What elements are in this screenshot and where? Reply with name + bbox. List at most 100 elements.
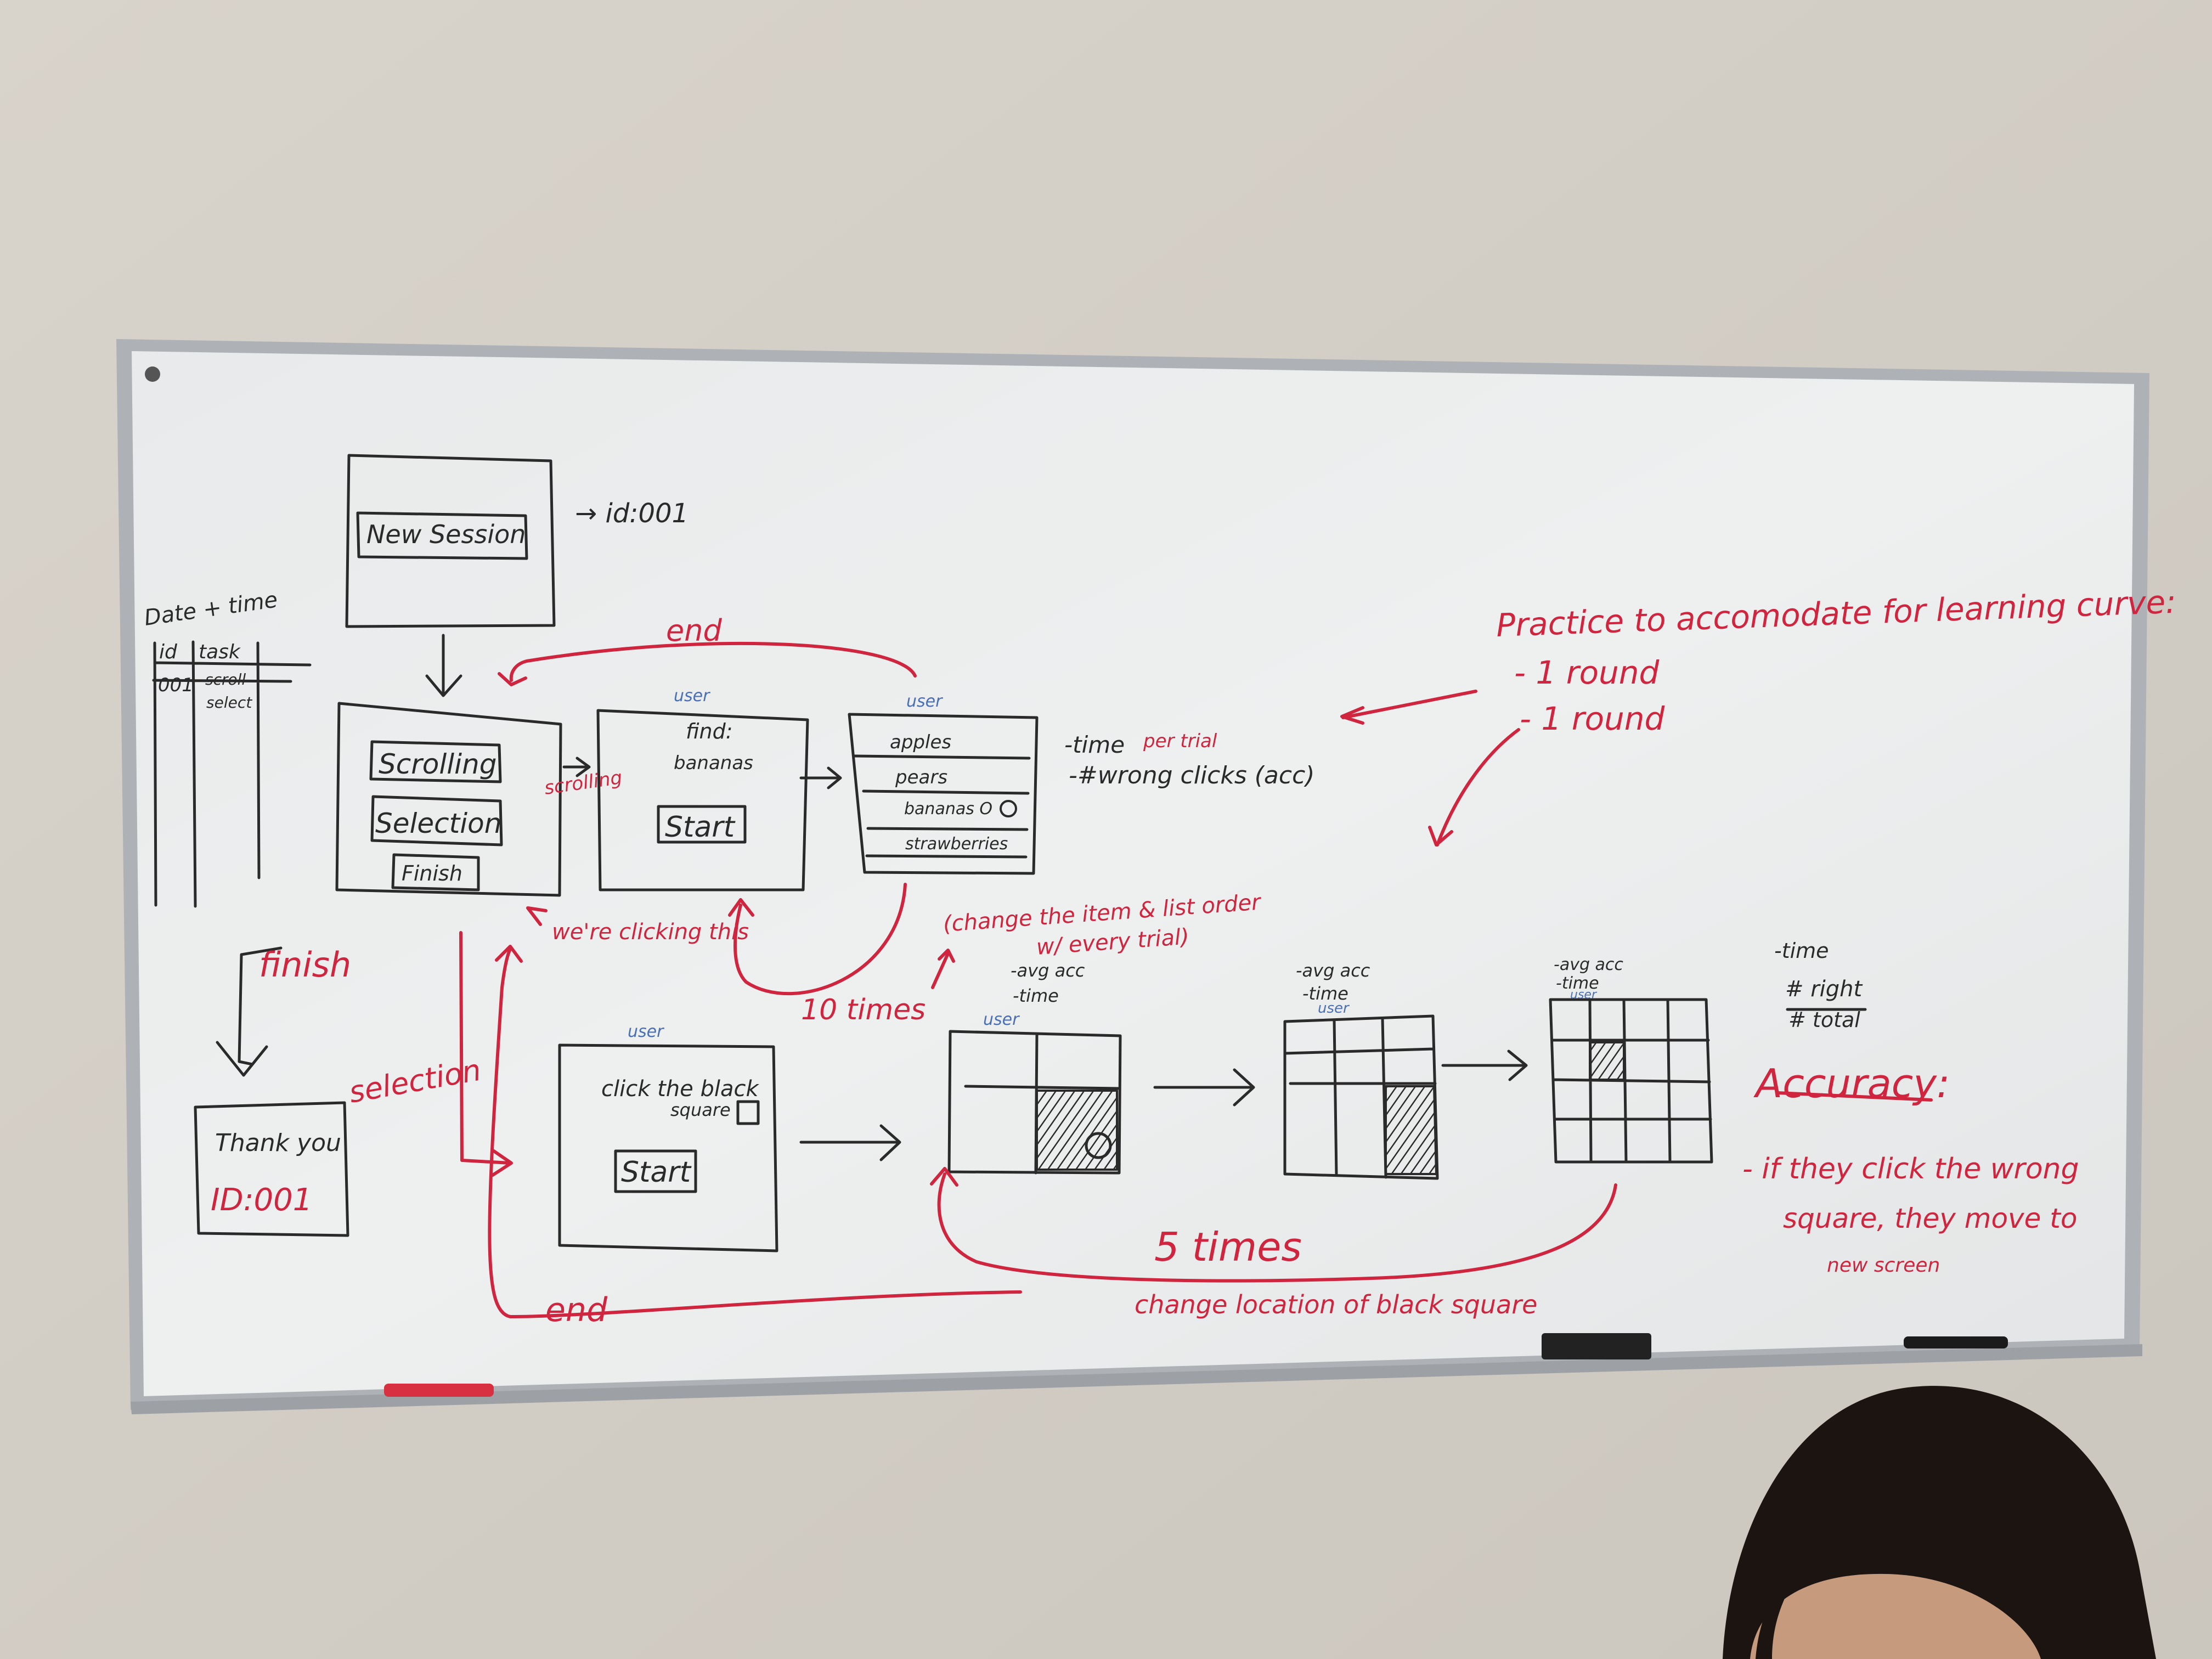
change-location-label: change location of black square (1135, 1290, 1537, 1319)
list-pears: pears (895, 766, 947, 788)
finish-button (391, 853, 480, 891)
scrolling-label: Scrolling (379, 748, 496, 780)
wrong-line-2: square, they move to (1783, 1203, 2078, 1234)
list-strawberries: strawberries (905, 834, 1008, 854)
eraser (1542, 1333, 1651, 1359)
were-clicking-arrow (526, 906, 548, 926)
thank-you-label: Thank you (215, 1129, 341, 1157)
table-task: task (199, 641, 241, 663)
start-button-2 (614, 1149, 697, 1193)
user-label-4: user (983, 1010, 1020, 1029)
click-black-label: click the black (601, 1076, 759, 1102)
table-select: select (206, 693, 252, 712)
five-times-label: 5 times (1154, 1224, 1302, 1270)
arrow-right-1 (562, 757, 591, 777)
start-button-1 (657, 805, 747, 844)
table-lines (152, 640, 312, 908)
selection-button (370, 795, 503, 847)
click-cursor-circle (1085, 1132, 1112, 1159)
avg-acc-1: -avg acc (1011, 960, 1085, 981)
per-trial-label: per trial (1143, 730, 1217, 752)
avg-acc-3: -avg acc (1554, 955, 1623, 974)
user-label-1: user (674, 686, 710, 706)
table-scroll: scroll (205, 670, 246, 689)
wrong-clicks-label: -#wrong clicks (acc) (1069, 761, 1314, 789)
start-label-1: Start (665, 811, 736, 844)
menu-screen (335, 702, 562, 897)
black-marker (1904, 1336, 2008, 1348)
list-circle (1000, 800, 1017, 817)
black-square-2x2 (1036, 1090, 1118, 1171)
find-label: find: (686, 719, 733, 743)
grid-3x3 (1283, 1014, 1439, 1180)
user-label-6: user (1570, 988, 1598, 1002)
wrong-line-3: new screen (1827, 1254, 1940, 1277)
new-session-button (356, 511, 528, 560)
accuracy-label: Accuracy: (1753, 1060, 1950, 1107)
round-label-1: - 1 round (1514, 654, 1660, 691)
scrolling-button (369, 740, 502, 783)
square-label: square (670, 1099, 731, 1120)
selection-arrow (459, 931, 513, 1177)
arrow-right-4 (1153, 1068, 1255, 1107)
wrong-line-1: - if they click the wrong (1742, 1153, 2079, 1186)
selection-label: Selection (375, 808, 501, 839)
blue-text-group: user user user user user user user (628, 686, 1598, 1041)
practice-arrow-2 (1428, 728, 1520, 847)
marker-tray (131, 1344, 2142, 1414)
list-screen (848, 713, 1039, 875)
id-001-label: ID:001 (211, 1182, 312, 1218)
avg-acc-2: -avg acc (1296, 960, 1370, 981)
loop-5-times (930, 1167, 1617, 1283)
table-001: 001 (158, 674, 194, 696)
arrow-down-1 (425, 634, 462, 697)
user-label-3: user (628, 1022, 664, 1041)
practice-arrow-1 (1340, 690, 1477, 725)
list-bananas: bananas O (904, 799, 992, 819)
list-lines (853, 754, 1031, 859)
black-text-group: New Session → id:001 Date + time id task… (143, 498, 1863, 1189)
end-label-top: end (666, 613, 722, 648)
id-label: → id:001 (575, 498, 689, 529)
end-arc-top (498, 641, 917, 686)
arrow-right-3 (799, 1124, 901, 1161)
accuracy-underline (1776, 1091, 1933, 1102)
thank-you-screen (194, 1101, 349, 1237)
bananas-label: bananas (674, 752, 753, 774)
finish-red-label: finish (259, 945, 351, 985)
new-session-label: New Session (366, 520, 526, 549)
time-right: -time (1774, 939, 1829, 963)
loop-10-times (728, 883, 907, 996)
table-id: id (159, 641, 178, 663)
change-item-arrow (931, 949, 955, 989)
finish-arrow (216, 946, 283, 1077)
time-1: -time (1013, 985, 1059, 1006)
black-square-3x3 (1385, 1085, 1437, 1175)
right-label: # right (1785, 977, 1863, 1002)
were-clicking-label: we're clicking this (552, 919, 749, 945)
arrow-right-5 (1441, 1049, 1528, 1081)
user-label-5: user (1318, 1000, 1350, 1017)
click-black-screen (558, 1043, 778, 1252)
start-label-2: Start (621, 1156, 692, 1189)
red-marker (384, 1384, 494, 1397)
person-head (1723, 1386, 2156, 1659)
total-label: # total (1788, 1008, 1860, 1032)
whiteboard-surface (132, 351, 2134, 1396)
list-apples: apples (890, 731, 951, 753)
time-label: -time (1064, 731, 1125, 758)
small-square (736, 1100, 760, 1125)
round-label-2: - 1 round (1520, 700, 1666, 737)
end-label-bottom: end (545, 1291, 608, 1329)
black-square-4x4 (1589, 1041, 1625, 1081)
user-label-2: user (906, 692, 943, 711)
time-2: -time (1302, 983, 1348, 1004)
end-arc-bottom (488, 945, 1022, 1318)
arrow-right-2 (799, 766, 842, 789)
time-3: -time (1556, 974, 1599, 993)
ten-times-label: 10 times (801, 994, 926, 1026)
new-session-screen (345, 454, 556, 628)
find-screen (596, 709, 809, 891)
finish-label: Finish (402, 861, 462, 885)
